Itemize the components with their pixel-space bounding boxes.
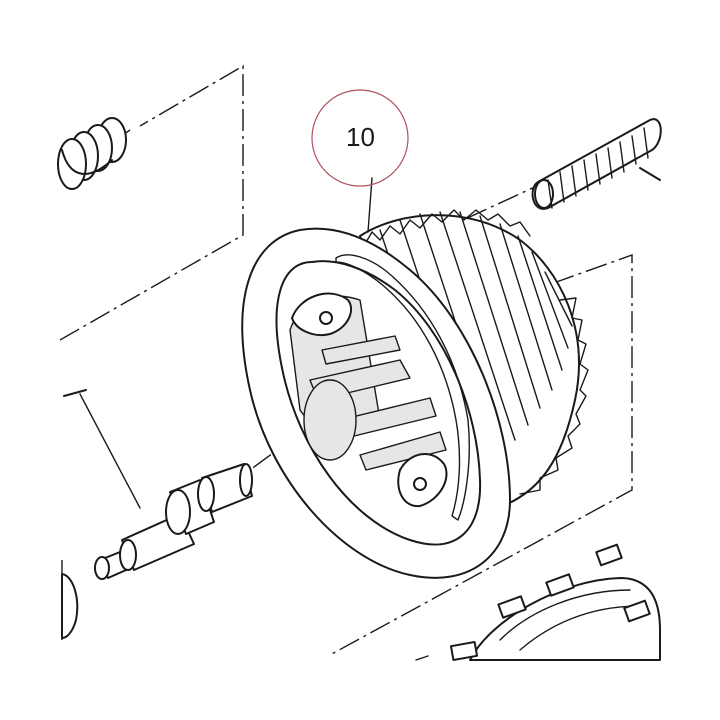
callout-number: 10 (346, 122, 375, 152)
gear-hub-interior (289, 292, 448, 508)
callout-circle (311, 89, 409, 187)
shaft-pin-assembly (63, 389, 253, 580)
coil-spring-upper-left (57, 117, 127, 190)
coil-spring-upper-right (531, 118, 662, 210)
clutch-plates (415, 543, 661, 661)
callout-10: 10 (311, 89, 409, 233)
partial-cylinder (61, 573, 79, 639)
